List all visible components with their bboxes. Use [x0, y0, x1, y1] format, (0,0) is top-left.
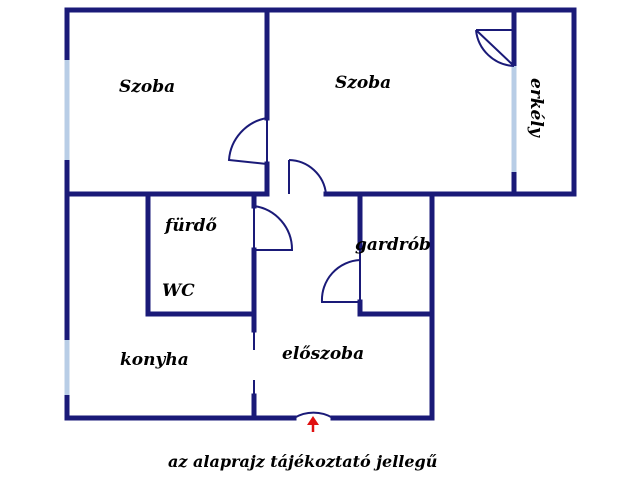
door-entrance [293, 411, 334, 419]
door-bathroom [253, 205, 294, 251]
arrow-up-icon [307, 416, 319, 432]
room-label-erkely: erkély [526, 78, 546, 138]
windows [64, 60, 517, 395]
door-rooms [227, 117, 268, 165]
door-balcony [475, 29, 515, 67]
room-label-eloszoba: előszoba [282, 344, 364, 364]
room-label-wc: WC [162, 281, 195, 301]
room-label-szoba-left: Szoba [119, 77, 175, 97]
door-wardrobe [320, 248, 361, 303]
room-label-gardrob: gardrób [355, 235, 431, 255]
room-label-szoba-right: Szoba [335, 73, 391, 93]
disclaimer-caption: az alaprajz tájékoztató jellegű [168, 452, 437, 471]
walls [64, 7, 577, 421]
room-label-furdo: fürdő [164, 216, 218, 236]
doors [227, 29, 515, 419]
room-label-konyha: konyha [120, 350, 189, 370]
door-right-room [288, 159, 327, 195]
